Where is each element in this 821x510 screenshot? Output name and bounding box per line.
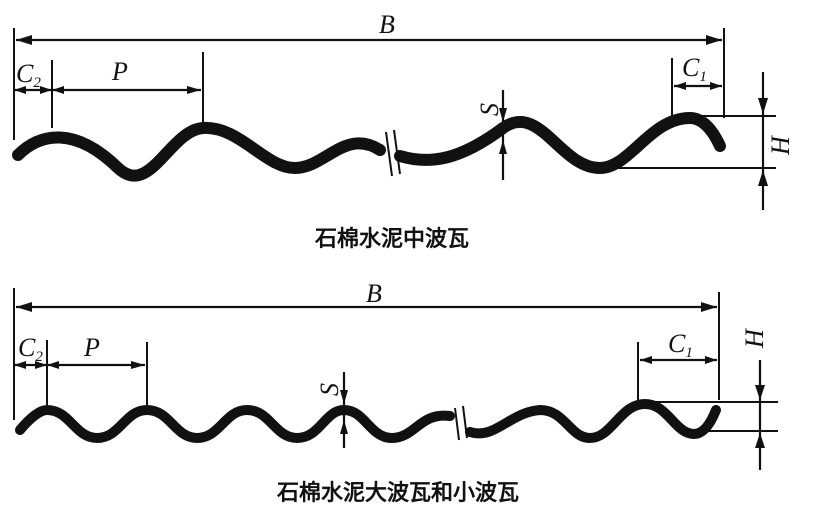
- top-edge-right-label: C1: [682, 53, 707, 85]
- bottom-thickness-label: S: [315, 383, 344, 396]
- bottom-width-label: B: [366, 279, 382, 308]
- bottom-sheet-profile: [15, 399, 721, 443]
- large-small-wave-sheet-diagram: B C2 P C1 S: [13, 279, 778, 506]
- top-pitch-label: P: [111, 57, 128, 86]
- bottom-edge-right-dimension: C1: [637, 329, 717, 400]
- top-edge-right-dimension: C1: [671, 53, 722, 120]
- bottom-pitch-label: P: [83, 333, 100, 362]
- bottom-edge-pitch-dimensions: C2 P: [14, 333, 148, 405]
- top-sheet-profile: [12, 112, 726, 182]
- top-thickness-label: S: [475, 103, 504, 116]
- top-height-label: H: [766, 135, 795, 156]
- medium-wave-sheet-diagram: B C2 P C1 S: [12, 10, 795, 252]
- bottom-height-label: H: [740, 328, 769, 349]
- top-height-dimension: H: [610, 72, 795, 210]
- top-width-label: B: [379, 10, 395, 39]
- bottom-edge-right-label: C1: [668, 329, 693, 361]
- top-width-dimension: B: [13, 10, 725, 140]
- top-edge-left-label: C2: [16, 59, 41, 91]
- bottom-caption: 石棉水泥大波瓦和小波瓦: [276, 480, 519, 506]
- top-caption: 石棉水泥中波瓦: [314, 226, 469, 252]
- top-edge-pitch-dimensions: C2 P: [14, 52, 204, 128]
- bottom-height-dimension: H: [650, 328, 778, 470]
- bottom-edge-left-label: C2: [18, 333, 43, 365]
- bottom-width-dimension: B: [13, 279, 720, 420]
